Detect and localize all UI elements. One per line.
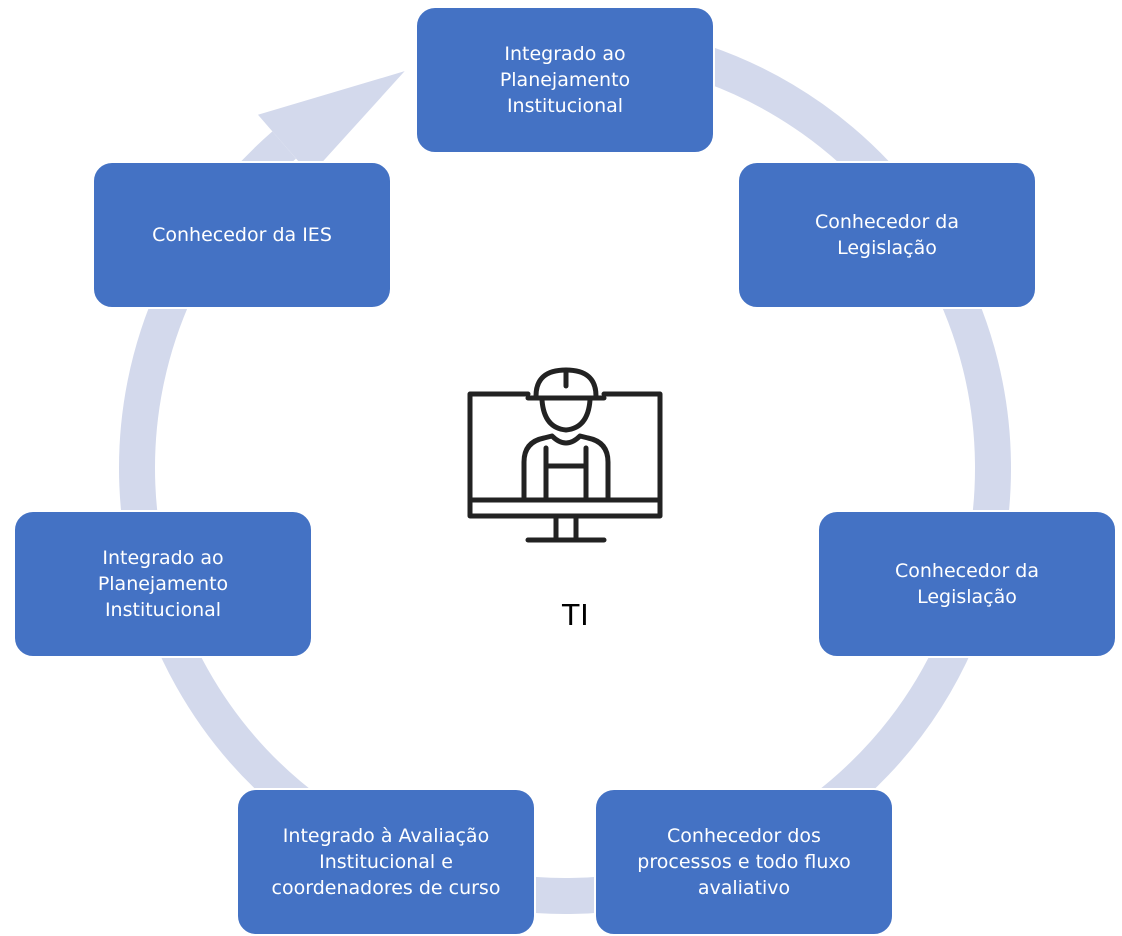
cycle-arrowhead [257,71,405,176]
worker-monitor-icon [467,367,663,543]
cycle-node-legislation-upper-right: Conhecedor da Legislação [737,161,1037,309]
center-label-ti: TI [561,597,589,632]
cycle-node-evaluation-processes: Conhecedor dos processos e todo fluxo av… [594,788,894,936]
cycle-node-ies-knowledge: Conhecedor da IES [92,161,392,309]
cycle-node-integrated-planning-top: Integrado ao Planejamento Institucional [415,6,715,154]
cycle-node-evaluation-coordinators: Integrado à Avaliação Institucional e co… [236,788,536,936]
cycle-node-integrated-planning-left: Integrado ao Planejamento Institucional [13,510,313,658]
cycle-node-legislation-lower-right: Conhecedor da Legislação [817,510,1117,658]
